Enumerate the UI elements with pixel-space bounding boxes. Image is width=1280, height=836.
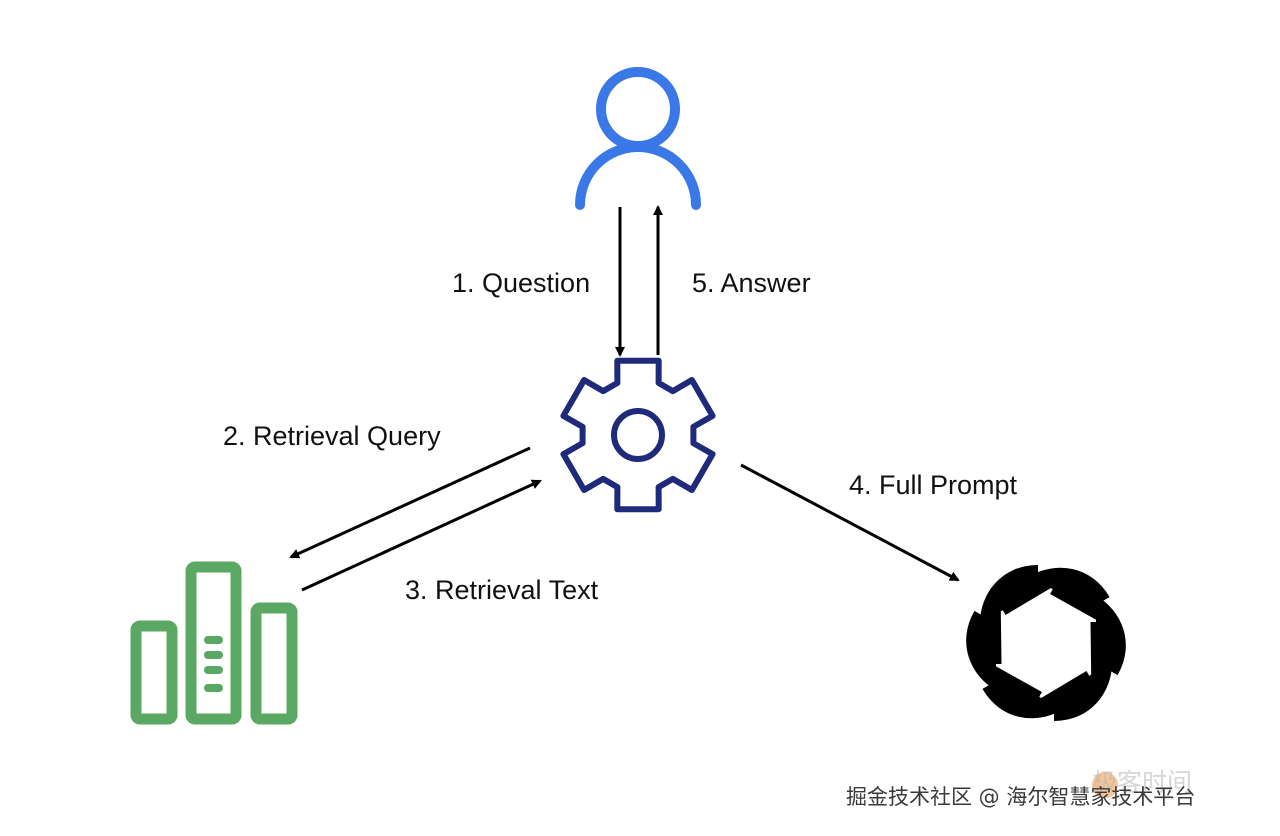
- edge-label-retrieval-query: 2. Retrieval Query: [223, 421, 441, 451]
- full-prompt-arrow: [740, 463, 960, 582]
- edge-label-answer: 5. Answer: [692, 268, 811, 298]
- openai-logo-icon: [966, 565, 1126, 721]
- watermark-logo-icon: [1092, 772, 1118, 798]
- watermark-overlay: 极客时间: [1092, 768, 1193, 797]
- retrieval-query-arrow: [289, 446, 531, 559]
- gear-icon: [560, 357, 716, 513]
- user-icon: [575, 67, 701, 210]
- edge-label-question: 1. Question: [452, 268, 591, 298]
- watermark-text: 掘金技术社区 @ 海尔智慧家技术平台: [846, 785, 1196, 809]
- bar-chart-database-icon: [130, 561, 298, 725]
- retrieval-text-arrow: [301, 479, 542, 592]
- edge-label-full-prompt: 4. Full Prompt: [849, 470, 1018, 500]
- edge-label-retrieval-text: 3. Retrieval Text: [405, 575, 599, 605]
